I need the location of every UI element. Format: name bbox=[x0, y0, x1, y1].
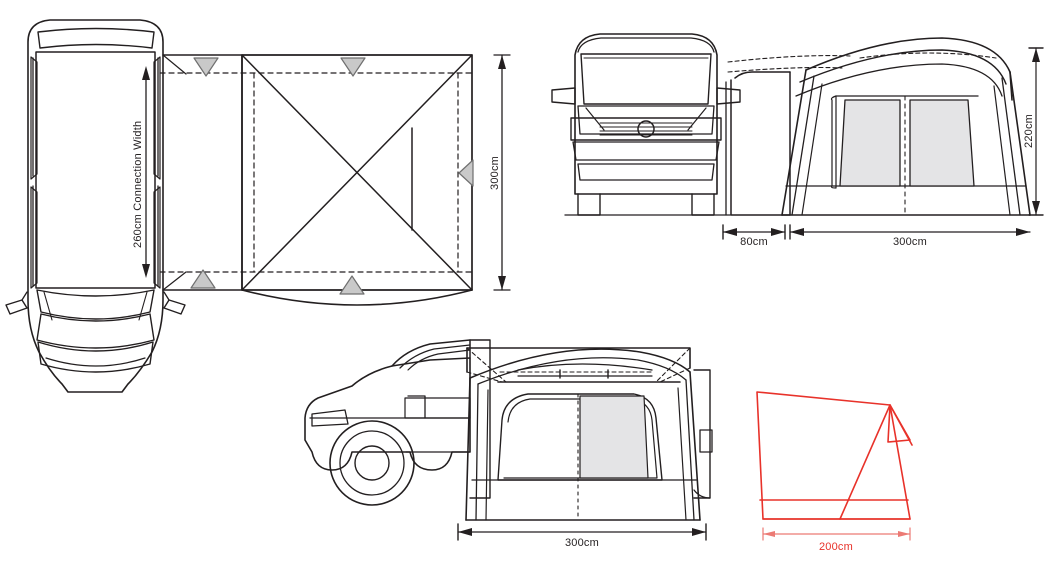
side-elevation-view: 300cm bbox=[304, 339, 713, 549]
plan-dashed-guides bbox=[159, 72, 473, 273]
dim-front-gap bbox=[722, 224, 786, 240]
peg-marker-bottom-center bbox=[339, 275, 365, 295]
front-awning-canopy bbox=[795, 37, 1013, 101]
dim-connection-width bbox=[142, 66, 150, 278]
dim-front-width bbox=[789, 224, 1031, 240]
plan-awning-body bbox=[241, 54, 473, 306]
dim-label-front-width: 300cm bbox=[893, 236, 927, 248]
dim-label-pitch-span: 200cm bbox=[819, 541, 853, 553]
front-awning-windows bbox=[830, 95, 979, 189]
plan-peg-markers bbox=[190, 57, 474, 295]
dim-plan-depth bbox=[493, 54, 511, 291]
peg-marker-top-left bbox=[193, 57, 219, 77]
front-roof-dashed bbox=[727, 52, 997, 73]
peg-marker-right bbox=[458, 159, 474, 187]
side-awning-door bbox=[497, 393, 663, 481]
dim-side-length bbox=[457, 523, 707, 541]
plan-view: 260cm Connection Width 300cm bbox=[5, 19, 511, 393]
front-elevation-view: 80cm 300cm 220cm bbox=[551, 33, 1044, 248]
dim-label-side-length: 300cm bbox=[565, 537, 599, 549]
front-van bbox=[551, 33, 741, 216]
peg-marker-bottom-left bbox=[190, 269, 216, 289]
front-tunnel bbox=[725, 71, 791, 216]
dim-label-front-gap: 80cm bbox=[740, 236, 768, 248]
peg-marker-top-right bbox=[340, 57, 366, 77]
front-awning-frame bbox=[781, 69, 1031, 216]
guyline-pitch-diagram: 200cm bbox=[756, 391, 913, 553]
dim-front-height bbox=[1028, 47, 1044, 216]
side-van bbox=[304, 339, 713, 506]
plan-van-body bbox=[5, 19, 186, 393]
dim-label-connection-width: 260cm Connection Width bbox=[132, 121, 144, 248]
dim-label-plan-depth: 300cm bbox=[489, 156, 501, 190]
dim-label-front-height: 220cm bbox=[1023, 114, 1035, 148]
side-dashed-guides bbox=[466, 347, 691, 383]
dim-pitch-span bbox=[762, 527, 911, 541]
